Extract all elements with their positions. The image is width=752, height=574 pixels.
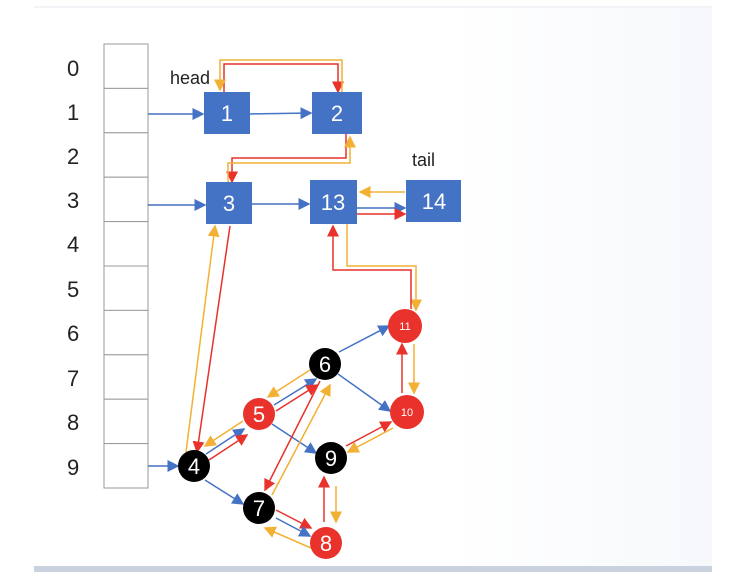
bucket-index-2: 2 (67, 144, 79, 169)
tree-node-label: 6 (319, 352, 331, 377)
tree-edges (203, 325, 420, 549)
edge-10-to-9-orange (346, 427, 394, 453)
link-3-to-4-red (192, 225, 231, 454)
link-2-to-3-red (226, 134, 347, 184)
list-node-label: 2 (331, 101, 343, 126)
bucket-index-7: 7 (67, 366, 79, 391)
list-node-13: 13 (310, 180, 357, 224)
tree-node-9: 9 (315, 442, 347, 474)
tree-node-10: 10 (390, 395, 424, 429)
bucket-array (103, 43, 149, 489)
bucket-index-0: 0 (67, 56, 79, 81)
link-1-to-2-red (223, 63, 344, 94)
edge-4-to-5-red (208, 434, 249, 461)
tree-nodes: 6 5 4 9 7 8 11 10 (178, 309, 424, 559)
link-11-to-13-red (327, 224, 412, 309)
panel-top-edge (34, 6, 712, 8)
list-node-2: 2 (312, 92, 362, 134)
link-3-to-2-orange (227, 135, 356, 182)
edge-6-to-10 (337, 373, 392, 412)
edge-7-to-8-blue (275, 517, 312, 537)
bucket-cell (103, 176, 149, 223)
tree-node-8: 8 (310, 527, 342, 559)
tree-node-4: 4 (178, 450, 210, 482)
bucket-cell (103, 132, 149, 178)
tree-node-label: 11 (399, 321, 410, 333)
bucket-cell (103, 265, 149, 311)
tree-node-label: 7 (253, 496, 265, 521)
edge-6-to-11 (338, 325, 391, 353)
tree-node-7: 7 (243, 492, 275, 524)
edge-6-to-7-red (264, 380, 321, 492)
edge-7-to-8-red (275, 509, 313, 529)
tree-node-5: 5 (243, 398, 275, 430)
edge-7-to-6-orange (271, 383, 331, 496)
bucket-index-4: 4 (67, 232, 79, 257)
bucket-index-3: 3 (67, 188, 79, 213)
bucket-cell (103, 443, 149, 489)
tree-node-label: 8 (320, 531, 332, 556)
panel-bottom-shadow (34, 566, 712, 572)
bucket-index-6: 6 (67, 321, 79, 346)
edge-6-to-5-orange (266, 369, 311, 398)
head-label: head (170, 68, 210, 88)
link-4-to-3-orange (185, 224, 220, 453)
list-links (185, 59, 422, 454)
link-13-to-11-orange (346, 224, 422, 312)
list-node-label: 3 (223, 191, 235, 216)
link-1-to-2-blue (249, 107, 313, 120)
edge-5-to-6-blue (273, 378, 318, 406)
edge-5-to-4-orange (203, 420, 244, 447)
bucket-index-8: 8 (67, 410, 79, 435)
tree-node-6: 6 (309, 348, 341, 380)
edge-5-to-6-red (275, 384, 319, 412)
list-node-label: 14 (422, 189, 446, 214)
tree-node-11: 11 (388, 309, 422, 343)
tree-node-label: 4 (188, 454, 200, 479)
tree-node-label: 5 (253, 402, 265, 427)
list-node-label: 13 (321, 190, 345, 215)
bucket-index-9: 9 (67, 455, 79, 480)
bucket-cell (103, 87, 149, 134)
link-2-to-1-orange (214, 59, 343, 92)
edge-4-to-7 (204, 479, 245, 505)
list-node-14: 14 (406, 180, 461, 222)
edge-5-to-9 (271, 423, 318, 454)
bucket-index-1: 1 (67, 100, 79, 125)
list-node-label: 1 (221, 101, 233, 126)
tree-node-label: 9 (325, 446, 337, 471)
tree-node-label: 10 (401, 407, 413, 419)
bucket-index-5: 5 (67, 277, 79, 302)
bucket-cell (103, 221, 149, 267)
bucket-cell (103, 309, 149, 356)
linked-list-nodes: 1 2 3 13 14 (204, 92, 461, 224)
list-node-3: 3 (206, 182, 252, 224)
bucket-cell (103, 43, 149, 89)
tail-label: tail (412, 150, 435, 170)
bucket-pointers (148, 108, 207, 472)
list-node-1: 1 (204, 92, 250, 134)
edge-8-to-7-orange (263, 526, 312, 549)
bucket-cell (103, 398, 149, 445)
edge-9-to-10-red (345, 421, 393, 447)
edge-4-to-5-blue (205, 428, 246, 455)
bucket-cell (103, 354, 149, 400)
bucket-index-labels: 0 1 2 3 4 5 6 7 8 9 (67, 56, 79, 480)
